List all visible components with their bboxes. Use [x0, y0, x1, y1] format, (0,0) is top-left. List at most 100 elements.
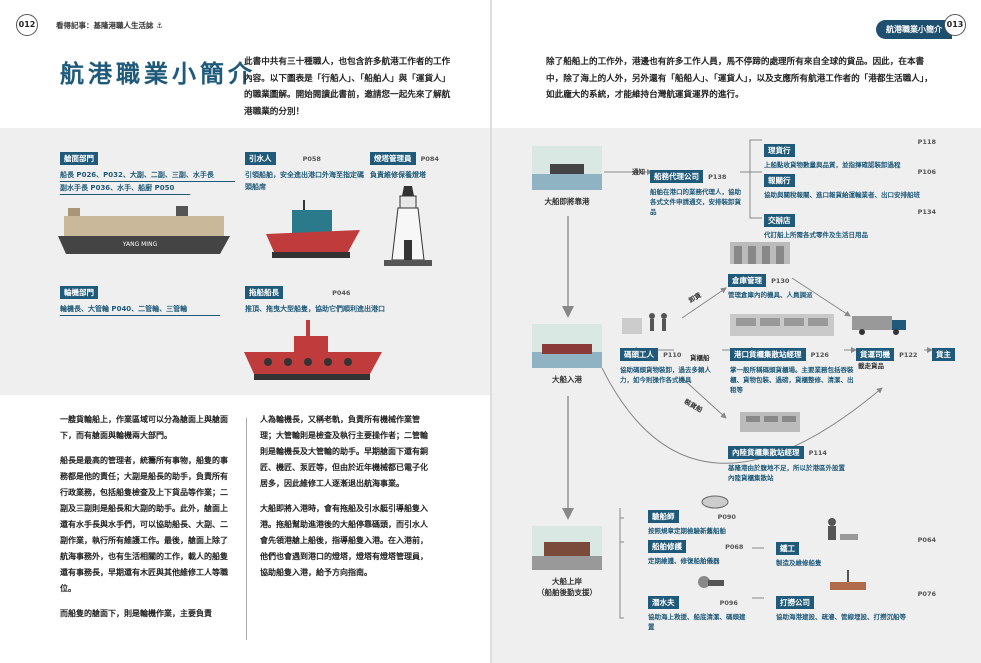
node-shipping-agent: 船務代理公司 P138 船舶在港口的業務代理人，協助各式文件申請通交，安排裝卸貨…	[650, 164, 744, 217]
node-page: P114	[808, 449, 827, 457]
intro-text-right: 除了船船上的工作外，港邊也有許多工作人員，馬不停蹄的處理所有來自全球的貨品。因此…	[546, 57, 933, 100]
card-desc: 推頂、拖曳大型船隻，協助它們順利進出港口	[245, 305, 385, 313]
node-title: 內陸貨櫃集散站經理	[728, 446, 804, 459]
warehouse-icon	[730, 242, 790, 264]
node-desc: 掌一般所稱碼頭貨櫃場。主要業務包括吞裝櫃、貨物包裝、過磅，貨櫃整修、清潔、出租等	[730, 366, 854, 394]
node-desc: 協助與關稅報關、進口報貨給運輸業者、出口安排船班	[764, 191, 920, 199]
stage-ship-entering	[532, 324, 602, 368]
boat-cabin	[292, 210, 332, 234]
salvage-ship-icon	[830, 570, 866, 590]
node-diver: 潛水夫 P096 協助海上救援、船底清潔、碼頭建置	[648, 590, 748, 632]
node-inland-cfs-manager: 內陸貨櫃集散站經理 P114 基隆港由於腹地不足，所以於港區外設置內陸貨櫃集散站	[728, 440, 848, 483]
edge-label-cargo-ship: 貨櫃船	[690, 354, 710, 362]
node-page: P138	[708, 173, 727, 181]
card-engine-dept: 輪機部門 輪機長、大管輪 P040、二管輪、三管輪	[60, 280, 220, 316]
node-title: 船務代理公司	[650, 170, 703, 183]
node-page: P118	[917, 138, 936, 146]
node-title: 鐵工	[776, 542, 799, 555]
card-line: 船長 P026、P032、大副、二副、三副、水手長	[60, 169, 235, 182]
tugboat-illustration	[244, 320, 382, 380]
node-salvage-company: 打撈公司 P076 協助海港建設、疏濬、管線埋設、打撈沉船等	[776, 590, 936, 622]
node-ship-chandler: 交辦店 P134 代訂船上所需各式零件及生活日用品	[764, 208, 936, 240]
welder-icon	[828, 518, 858, 540]
node-desc: 製造及維修船隻	[776, 559, 822, 567]
diver-icon	[698, 576, 724, 588]
card-page: P084	[420, 155, 439, 163]
page-number-right: 013	[944, 14, 966, 36]
running-head: 看得記事：基隆港職人生活誌 ⚓	[56, 20, 163, 31]
node-desc: 上船點收貨物數量與品質，並指揮確認裝卸過程	[764, 161, 901, 169]
pilot-boat-illustration	[266, 200, 360, 258]
node-ship-repair: 船舶修護 P068 定期維護、修復船舶儀器	[648, 534, 772, 566]
node-desc: 船舶在港口的業務代理人，協助各式文件申請通交，安排裝卸貨品	[650, 188, 741, 216]
truck-icon	[852, 316, 906, 335]
node-title: 打撈公司	[776, 596, 814, 609]
section-tag: 航港職業小簡介	[876, 20, 952, 39]
node-page: P106	[917, 168, 936, 176]
edge-label-ship: 載走貨品	[858, 362, 884, 370]
card-page: P058	[302, 155, 321, 163]
node-customs-broker: 報關行 P106 協助與關稅報關、進口報貨給運輸業者、出口安排船班	[764, 168, 936, 200]
node-cargo-owner: 貨主	[932, 342, 955, 361]
stage-label-main: 大船上岸	[552, 577, 582, 586]
node-tally: 理貨行 P118 上船點收貨物數量與品質，並指揮確認裝卸過程	[764, 138, 936, 170]
stage-label: 大船入港	[552, 375, 582, 384]
node-title: 貨主	[932, 348, 955, 361]
ship-name: YANG MING	[122, 241, 158, 248]
inland-depot-icon	[740, 412, 800, 432]
body-paragraph: 一艘貨輪船上，作業區域可以分為艙面上與艙面下，而有艙面與輪機兩大部門。	[60, 415, 228, 440]
node-desc: 代訂船上所需各式零件及生活日用品	[764, 231, 868, 239]
tug-hull	[244, 352, 382, 374]
card-title: 拖船船長	[245, 286, 283, 299]
column-divider	[246, 418, 247, 640]
card-title: 輪機部門	[60, 286, 98, 299]
body-paragraph: 大船即將入港時，會有拖船及引水艇引導船隻入港。拖船幫助進港後的大船停靠碼頭，而引…	[260, 504, 428, 577]
node-desc: 基隆港由於腹地不足，所以於港區外設置內陸貨櫃集散站	[728, 464, 845, 482]
node-title: 驗船師	[648, 510, 679, 523]
node-desc: 協助海上救援、船底清潔、碼頭建置	[648, 613, 746, 631]
node-desc: 定期維護、修復船舶儀器	[648, 557, 720, 565]
container-yard-icon	[730, 314, 834, 336]
body-column-1: 一艘貨輪船上，作業區域可以分為艙面上與艙面下，而有艙面與輪機兩大部門。 船長是最…	[60, 412, 232, 631]
card-deck-dept: 艙面部門 船長 P026、P032、大副、二副、三副、水手長 副水手長 P036…	[60, 146, 235, 195]
node-desc: 協助海港建設、疏濬、管線埋設、打撈沉船等	[776, 613, 906, 621]
stage-ship-approaching	[532, 146, 602, 190]
page-number-left: 012	[16, 14, 38, 36]
node-page: P090	[717, 513, 736, 521]
anchor-icon: ⚓	[156, 21, 163, 30]
stage-label-sub: （船舶後勤支援）	[537, 588, 597, 597]
tug-cabin	[294, 336, 328, 352]
page-gutter	[490, 0, 492, 663]
card-title: 引水人	[245, 152, 276, 165]
node-page: P126	[810, 351, 829, 359]
lighthouse-illustration	[384, 186, 432, 266]
body-paragraph: 船長是最高的管理者，統籌所有事物，船隻的事務都是他的責任；大副是船長的助手，負責…	[60, 456, 228, 593]
node-title: 碼頭工人	[620, 348, 658, 361]
page-title: 航港職業小簡介	[60, 59, 256, 88]
body-paragraph: 人為輪機長，又稱老軌，負責所有機械作業管理；大管輪則是檢查及執行主要操作者；二管…	[260, 415, 428, 488]
node-page: P122	[899, 351, 918, 359]
card-line: 輪機長、大管輪 P040、二管輪、三管輪	[60, 303, 220, 316]
node-title: 潛水夫	[648, 596, 679, 609]
stage-label: 大船即將靠港	[544, 197, 590, 206]
card-tug-captain: 拖船船長 P046 推頂、拖曳大型船隻，協助它們順利進出港口	[245, 280, 435, 315]
node-iron-worker: 鐵工 P064 製造及維修船隻	[776, 536, 936, 568]
node-title: 報關行	[764, 174, 795, 187]
ship-bridge	[176, 206, 188, 216]
node-desc: 按照規章定期檢驗新舊船舶	[648, 527, 726, 535]
boat-hull	[266, 230, 360, 252]
node-ship-surveyor: 驗船師 P090 按照規章定期檢驗新舊船舶	[648, 504, 772, 536]
node-title: 貨運司機	[856, 348, 894, 361]
node-warehouse: 倉庫管理 P130 管理倉庫內的機具、人員調派	[728, 268, 828, 300]
node-desc: 協助碼頭貨物裝卸，過去多賴人力，如今則操作各式機具	[620, 366, 711, 384]
card-desc: 負責維修保養燈塔	[370, 171, 426, 179]
surveyor-icon	[701, 495, 729, 509]
node-port-cfs-manager: 港口貨櫃集散站經理 P126 掌一般所稱碼頭貨櫃場。主要業務包括吞裝櫃、貨物包裝…	[730, 342, 856, 395]
flow-chart-panel	[492, 128, 981, 663]
node-title: 倉庫管理	[728, 274, 766, 287]
stage-ship-drydock	[532, 526, 602, 570]
node-title: 船舶修護	[648, 540, 686, 553]
card-pilot: 引水人 P058 引領船舶，安全進出港口外海至指定碼頭船席	[245, 146, 365, 193]
node-page: P076	[917, 590, 936, 598]
flow-connectors	[562, 139, 933, 619]
